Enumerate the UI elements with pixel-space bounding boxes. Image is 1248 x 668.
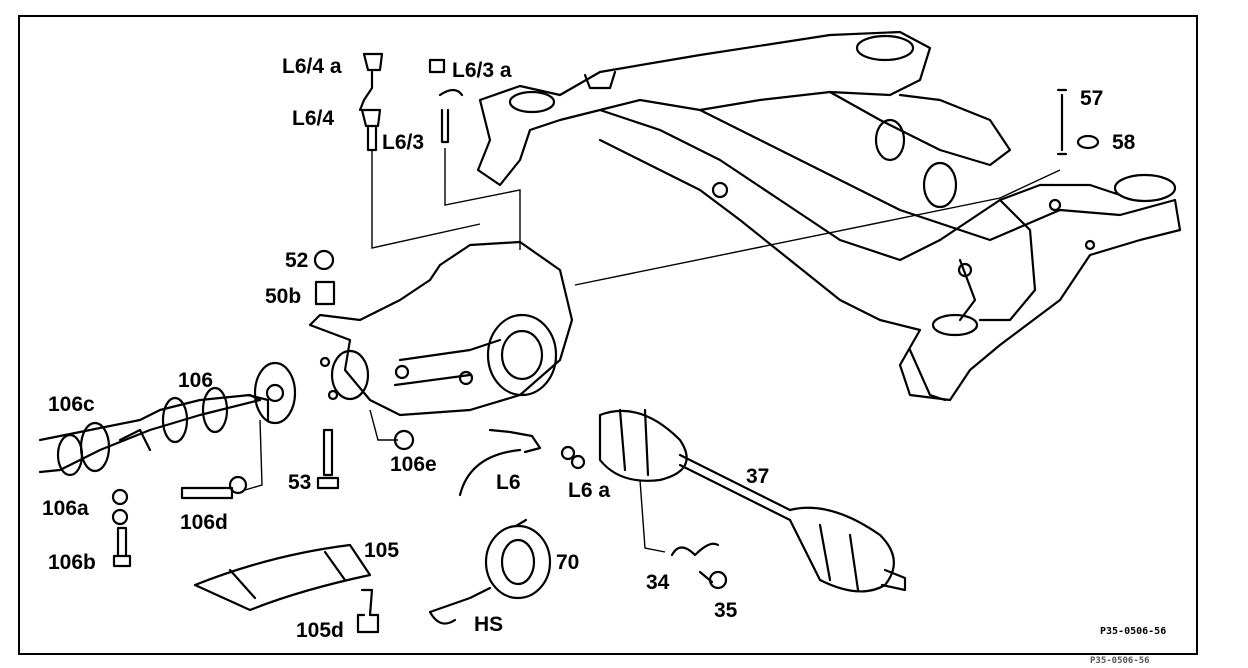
callout-50b: 50b xyxy=(265,285,302,308)
callout-105d: 105d xyxy=(296,619,344,642)
figure-code: P35-0506-56 xyxy=(1100,626,1167,637)
edge-code: P35-0506-56 xyxy=(1090,656,1150,666)
callout-106d: 106d xyxy=(180,511,228,534)
callout-l6a: L6 a xyxy=(568,479,611,502)
callout-l6-4: L6/4 xyxy=(292,107,335,130)
callout-57: 57 xyxy=(1080,87,1104,110)
callout-70: 70 xyxy=(556,551,580,574)
callout-53: 53 xyxy=(288,471,312,494)
differential-housing xyxy=(308,240,574,417)
fasteners xyxy=(111,52,1100,634)
propeller-shaft xyxy=(38,361,297,477)
heat-shield xyxy=(193,543,372,612)
callout-37: 37 xyxy=(746,465,770,488)
rear-axle-carrier xyxy=(476,30,1182,402)
leader-lines xyxy=(244,148,1061,553)
callout-106e: 106e xyxy=(390,453,437,476)
callout-52: 52 xyxy=(285,249,309,272)
callout-34: 34 xyxy=(646,571,670,594)
callout-58: 58 xyxy=(1112,131,1136,154)
callout-hs: HS xyxy=(474,613,504,636)
callout-106: 106 xyxy=(178,369,214,392)
callout-l6: L6 xyxy=(496,471,521,494)
callout-106a: 106a xyxy=(42,497,89,520)
callout-106b: 106b xyxy=(48,551,96,574)
clip-34 xyxy=(670,542,720,557)
callout-35: 35 xyxy=(714,599,738,622)
callout-l6-4a: L6/4 a xyxy=(282,55,342,78)
callout-106c: 106c xyxy=(48,393,95,416)
callout-l6-3: L6/3 xyxy=(382,131,425,154)
sensor-assembly xyxy=(428,518,552,625)
drive-shaft xyxy=(598,408,907,593)
callout-105: 105 xyxy=(364,539,400,562)
diagram-frame xyxy=(18,15,1198,655)
callout-l6-3a: L6/3 a xyxy=(452,59,512,82)
